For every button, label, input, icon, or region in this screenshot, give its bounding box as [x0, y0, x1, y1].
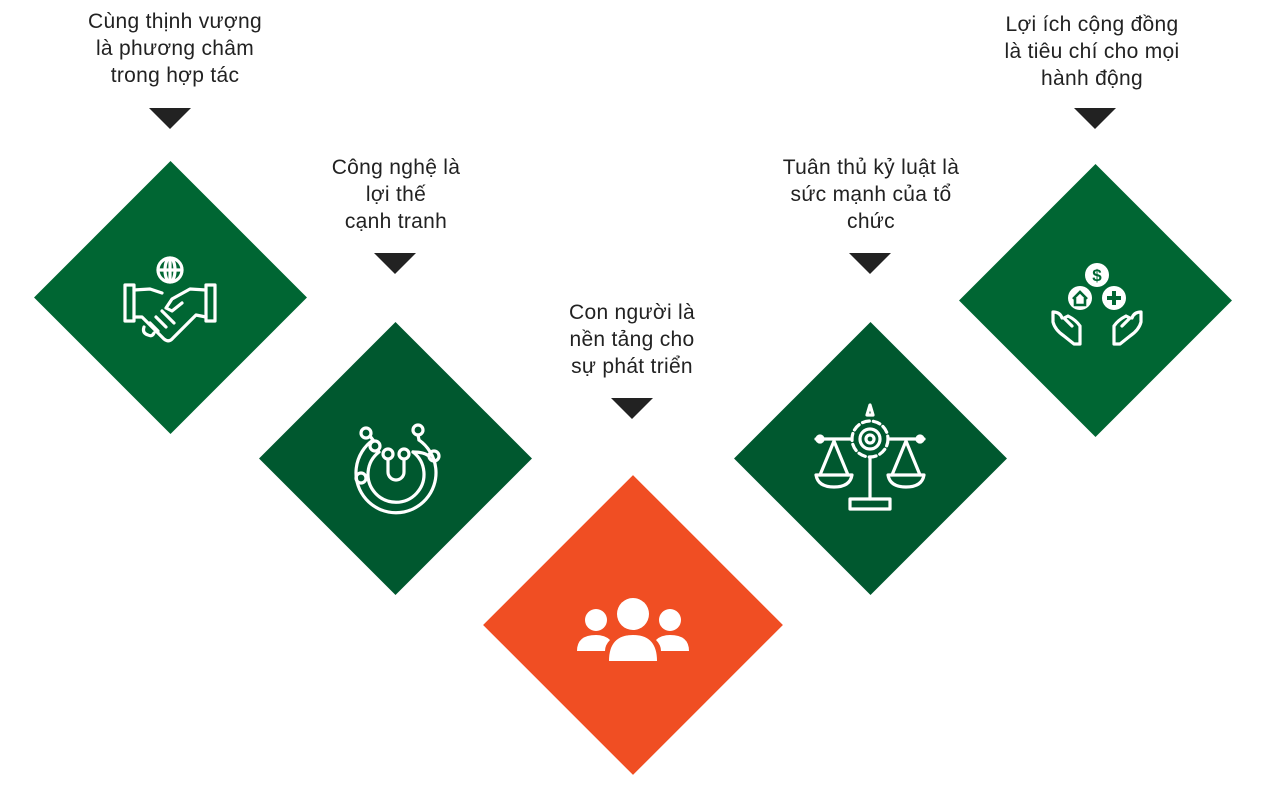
label-discipline: Tuân thủ kỷ luật là sức mạnh của tổ chức	[782, 156, 960, 233]
arrow-technology	[374, 253, 416, 274]
label-people: Con người là nền tảng cho sự phát triển	[569, 301, 695, 378]
hands-community-icon: $	[1051, 263, 1143, 346]
svg-text:$: $	[1092, 266, 1102, 285]
arrow-people	[611, 398, 653, 419]
people-group-icon	[577, 598, 689, 661]
label-technology: Công nghệ là lợi thế cạnh tranh	[331, 156, 461, 233]
circuit-icon	[354, 423, 441, 515]
scales-gear-icon	[814, 403, 926, 511]
arrow-prosperity	[149, 108, 191, 129]
arrow-community	[1074, 108, 1116, 129]
arrow-discipline	[849, 253, 891, 274]
handshake-globe-icon	[123, 256, 217, 343]
label-prosperity: Cùng thịnh vượng là phương châm trong hợ…	[88, 10, 262, 87]
label-community: Lợi ích cộng đồng là tiêu chí cho mọi hà…	[1004, 13, 1180, 90]
